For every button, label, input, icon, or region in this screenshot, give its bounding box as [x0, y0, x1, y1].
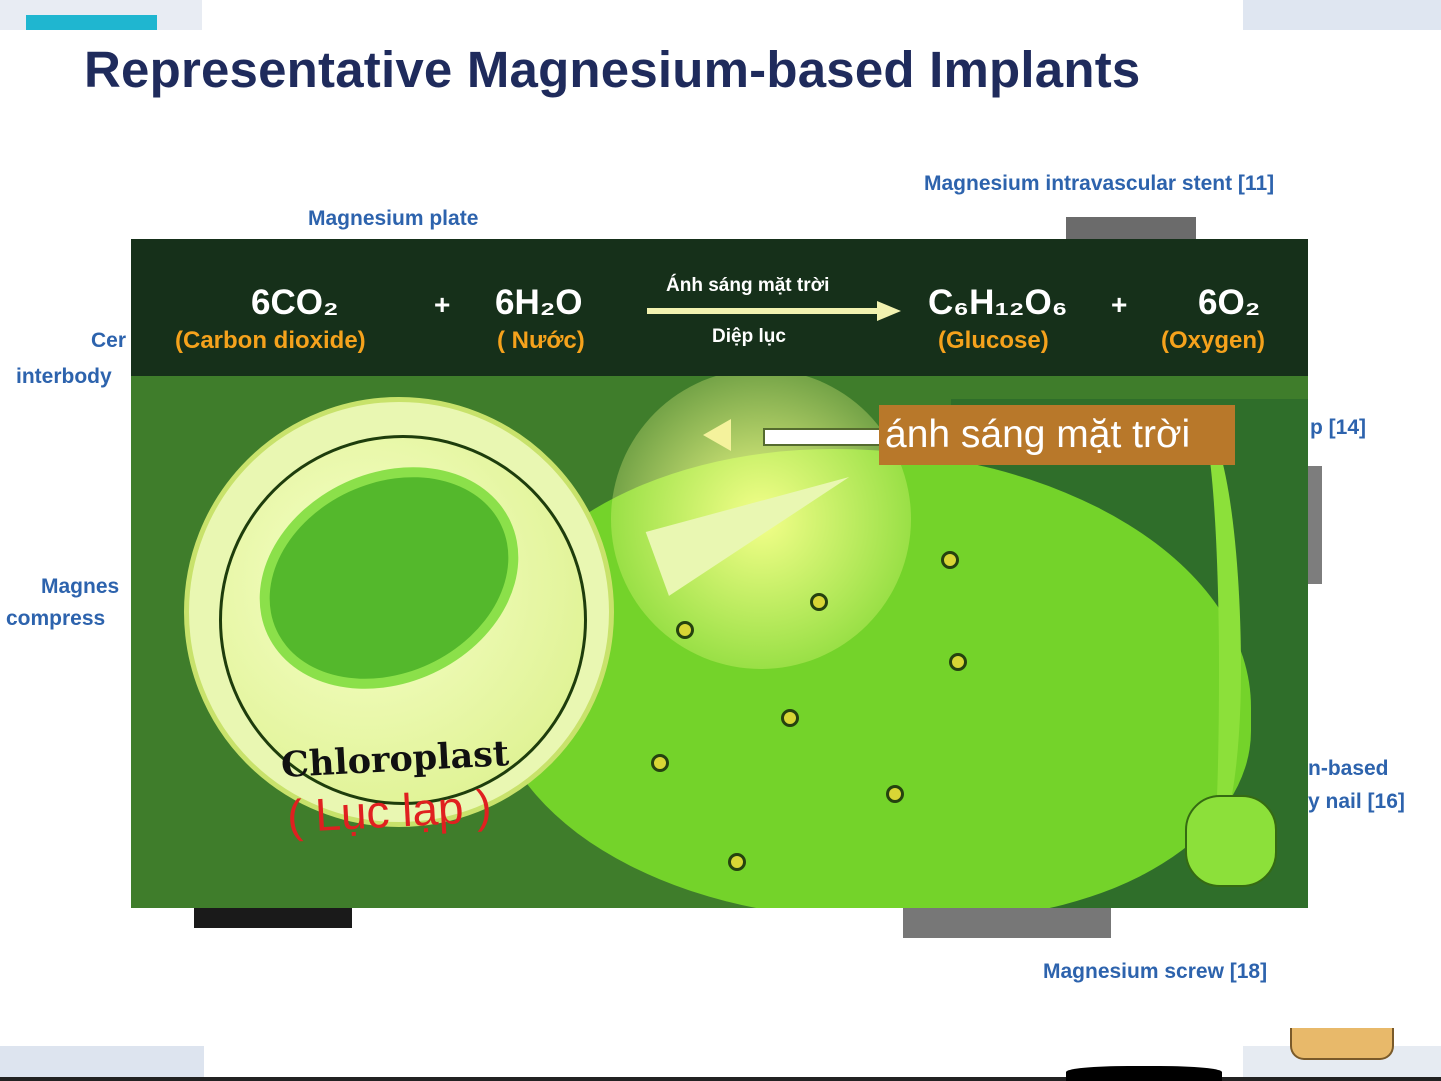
bottom-left-decor — [0, 1046, 204, 1081]
stent-image — [1066, 217, 1196, 239]
stoma-icon — [810, 593, 828, 611]
eq-o2: 6O₂ — [1198, 283, 1261, 322]
eq-plus-2: + — [1111, 289, 1128, 320]
reaction-arrow-head-icon — [877, 301, 901, 321]
stoma-icon — [676, 621, 694, 639]
eq-glucose-name: (Glucose) — [938, 327, 1049, 354]
label-interbody-2: interbody — [16, 365, 112, 388]
label-nail-2: y nail [16] — [1308, 790, 1405, 813]
eq-co2-name: (Carbon dioxide) — [175, 327, 366, 354]
clip-image — [1308, 466, 1322, 584]
photosynthesis-video[interactable]: Chloroplast ( Lục lạp ) ánh sáng mặt trờ… — [131, 239, 1308, 908]
stoma-icon — [886, 785, 904, 803]
bottom-divider — [0, 1077, 1441, 1081]
label-magnesium-plate: Magnesium plate — [308, 207, 479, 230]
label-nail-1: n-based — [1308, 757, 1389, 780]
label-intravascular-stent: Magnesium intravascular stent [11] — [924, 172, 1275, 195]
stoma-icon — [651, 754, 669, 772]
eq-glucose: C₆H₁₂O₆ — [928, 283, 1068, 322]
screw-image — [903, 908, 1111, 938]
reaction-arrow — [647, 308, 879, 314]
slide-title: Representative Magnesium-based Implants — [84, 41, 1141, 98]
top-right-decor — [1243, 0, 1441, 30]
label-compression-1: Magnes — [41, 575, 120, 598]
eq-co2: 6CO₂ — [251, 283, 339, 322]
eq-plus-1: + — [434, 289, 451, 320]
sunlight-arrow-head-icon — [703, 419, 731, 451]
eq-o2-name: (Oxygen) — [1161, 327, 1266, 354]
compression-image — [194, 908, 352, 928]
sunlight-label: ánh sáng mặt trời — [879, 405, 1235, 465]
label-magnesium-screw: Magnesium screw [18] — [1043, 960, 1268, 983]
eq-h2o: 6H₂O — [495, 283, 583, 322]
label-clip: p [14] — [1310, 416, 1367, 439]
eq-condition-top: Ánh sáng mặt trời — [666, 275, 830, 296]
stoma-icon — [949, 653, 967, 671]
eq-h2o-name: ( Nước) — [497, 327, 585, 354]
sunlight-glow — [611, 369, 911, 669]
bottom-shape — [1066, 1066, 1222, 1081]
stoma-icon — [941, 551, 959, 569]
equation-band: 6CO₂ (Carbon dioxide) + 6H₂O ( Nước) Ánh… — [131, 239, 1308, 376]
corner-decor-icon — [1290, 1028, 1394, 1060]
top-left-accent-bar — [26, 15, 157, 30]
stoma-icon — [781, 709, 799, 727]
leaf-fist — [1185, 795, 1277, 887]
stoma-icon — [728, 853, 746, 871]
eq-condition-bottom: Diệp lục — [712, 326, 786, 347]
sunlight-arrow-bar — [763, 428, 885, 446]
label-compression-2: compress — [6, 607, 106, 630]
label-interbody-1: Cer — [91, 329, 127, 352]
chloroplast-label-vi: ( Lục lạp ) — [285, 779, 493, 843]
